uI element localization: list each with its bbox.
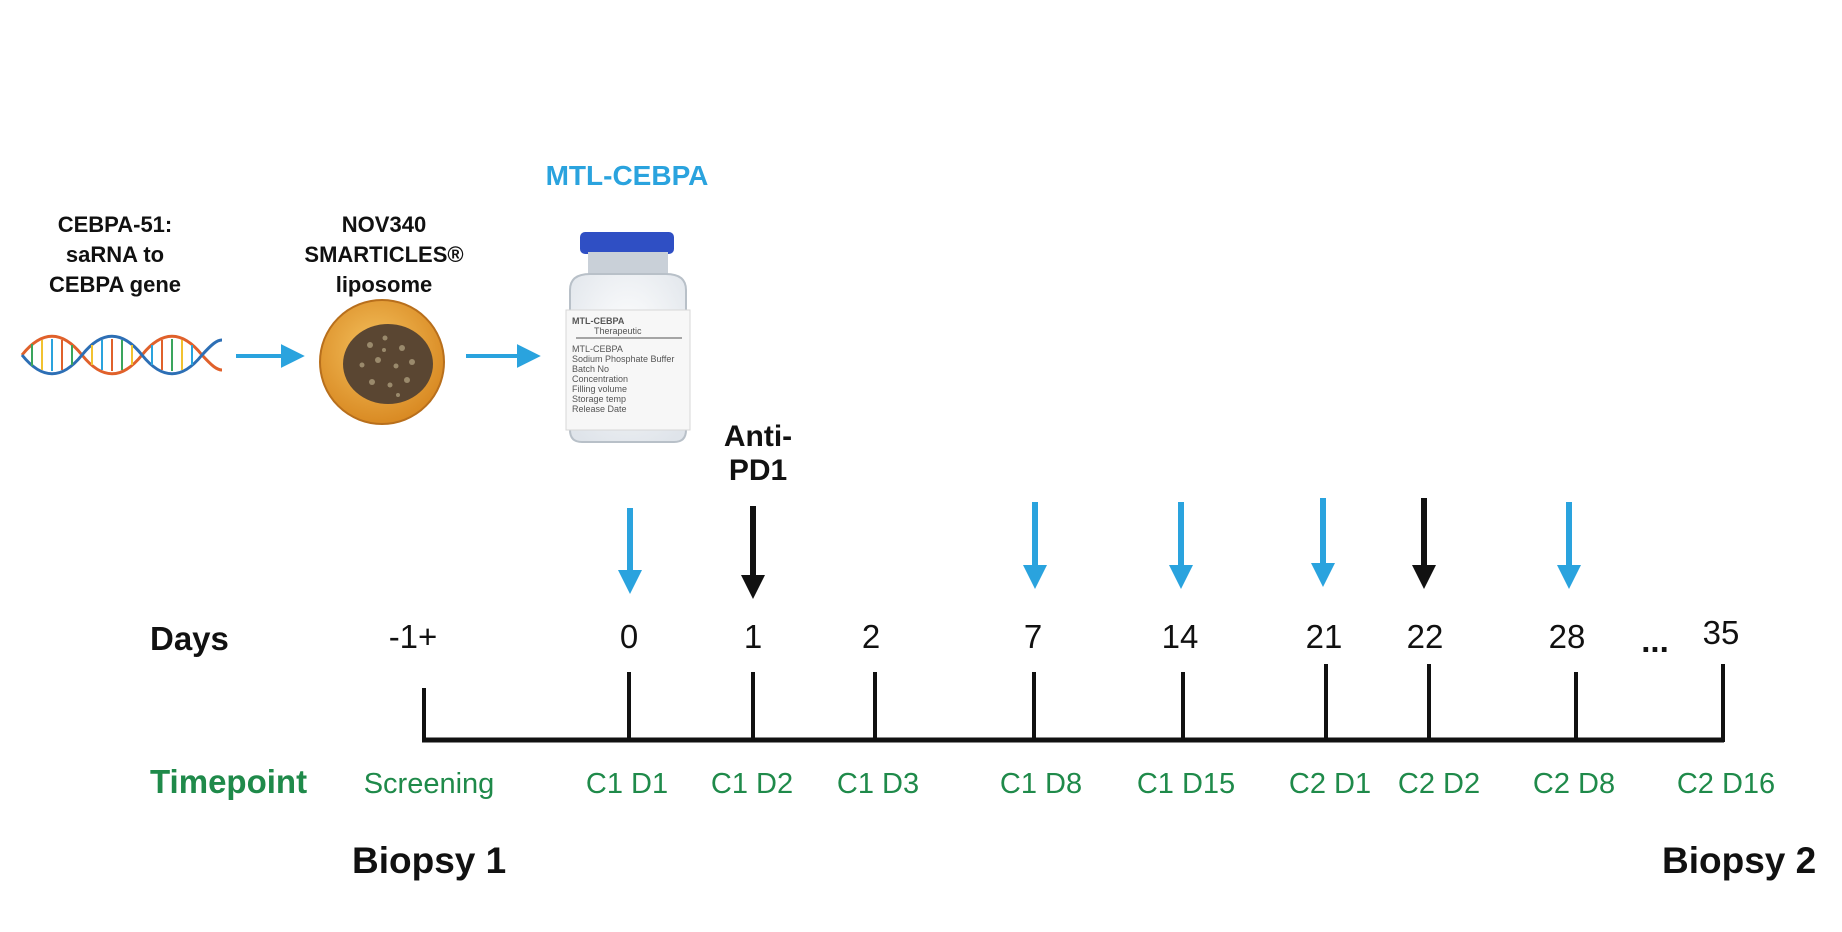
vial-label-line: Therapeutic [594,326,642,336]
vial-label: MTL-CEBPA Therapeutic MTL-CEBPA Sodium P… [572,316,688,414]
day-label: 0 [619,618,639,655]
timepoint-label: C2 D2 [1397,768,1481,800]
black-arrow-day-1-icon [741,506,765,599]
timepoint-label: C2 D16 [1676,768,1776,800]
black-arrow-day-22-icon [1412,498,1436,589]
vial-label-line: Filling volume [572,384,628,394]
timepoint-row-title: Timepoint [150,763,308,800]
day-label: 14 [1161,618,1199,655]
vial-label-line: MTL-CEBPA [572,344,623,354]
day-label: 2 [861,618,881,655]
day-ellipsis: ... [1641,622,1669,659]
day-label: 35 [1702,614,1740,651]
timepoint-label: C1 D8 [999,768,1083,800]
anti-pd1-label-line-2: PD1 [728,454,788,487]
vial-label-line: MTL-CEBPA [572,316,625,326]
nov340-label-line-3: liposome [335,272,433,297]
blue-arrow-day-7-icon [1023,502,1047,589]
blue-arrow-day-28-icon [1557,502,1581,589]
vial-label-line: Release Date [572,404,627,414]
dna-helix-icon [20,334,223,376]
mtl-cebpa-dose-arrows [618,498,1581,594]
blue-arrow-day-21-icon [1311,498,1335,587]
day-label: 21 [1305,618,1343,655]
cebpa-label-line-1: CEBPA-51: [57,212,173,237]
liposome-icon [319,299,445,425]
timepoint-label: C2 D8 [1532,768,1616,800]
timepoint-label: C1 D3 [836,768,920,800]
product-title: MTL-CEBPA [545,160,709,191]
vial-label-line: Batch No [572,364,610,374]
blue-arrow-day-14-icon [1169,502,1193,589]
anti-pd1-label-line-1: Anti- [723,420,793,453]
anti-pd1-dose-arrows [741,498,1436,599]
days-row-title: Days [150,620,229,657]
vial-label-line: Storage temp [572,394,627,404]
timepoint-label: C1 D2 [710,768,794,800]
day-label: 1 [743,618,763,655]
timeline-ticks [422,664,1725,742]
day-label: 28 [1548,618,1586,655]
nov340-label-line-2: SMARTICLES® [304,242,464,267]
timepoint-label: C1 D15 [1136,768,1236,800]
day-label: 22 [1406,618,1444,655]
vial-icon [565,232,691,443]
cebpa-label-line-2: saRNA to [65,242,165,267]
timepoint-label: C1 D1 [585,768,669,800]
biopsy-1-label: Biopsy 1 [352,840,507,881]
timepoint-label: Screening [363,768,495,800]
blue-arrow-day-0-icon [618,508,642,594]
cebpa-label: CEBPA-51: saRNA to CEBPA gene [49,210,181,300]
nov340-label-line-1: NOV340 [341,212,427,237]
biopsy-2-label: Biopsy 2 [1662,840,1817,881]
vial-label-line: Concentration [572,374,629,384]
vial-label-line: Sodium Phosphate Buffer [572,354,675,364]
timepoint-label: C2 D1 [1288,768,1372,800]
day-label: -1+ [388,618,438,655]
day-label: 7 [1023,618,1043,655]
anti-pd1-label: Anti- PD1 [724,420,792,488]
cebpa-label-line-3: CEBPA gene [48,272,182,297]
nov340-label: NOV340 SMARTICLES® liposome [304,210,463,300]
